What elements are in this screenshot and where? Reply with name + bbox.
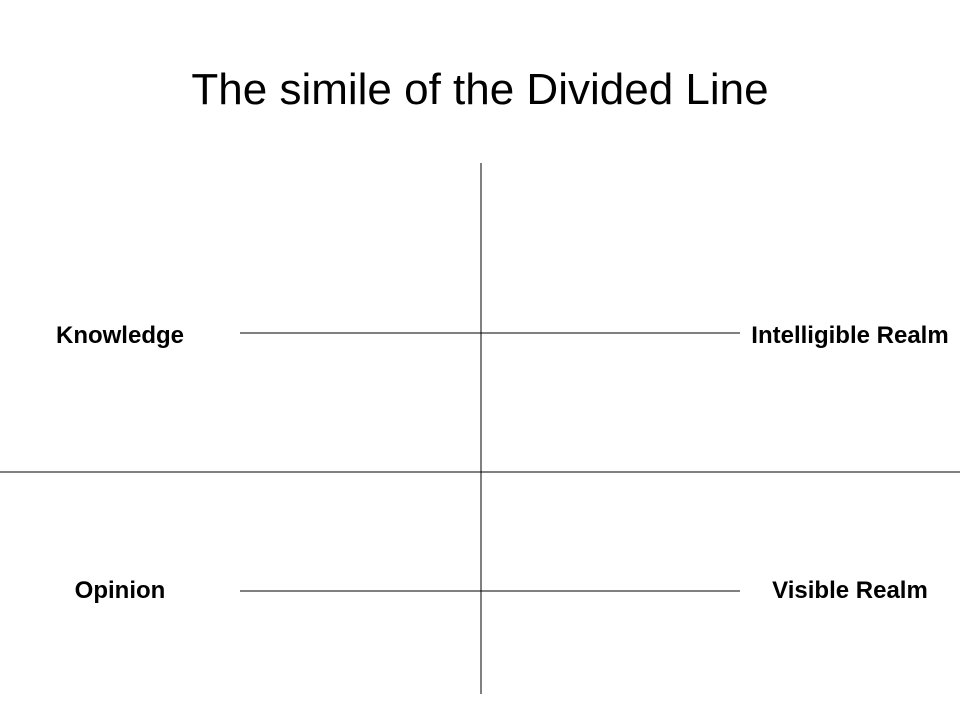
label-knowledge: Knowledge [55, 322, 184, 349]
label-visible-realm: Visible Realm [772, 577, 928, 604]
label-opinion: Opinion [74, 577, 166, 604]
slide-title: The simile of the Divided Line [191, 65, 769, 114]
label-intelligible-realm: Intelligible Realm [751, 322, 949, 349]
